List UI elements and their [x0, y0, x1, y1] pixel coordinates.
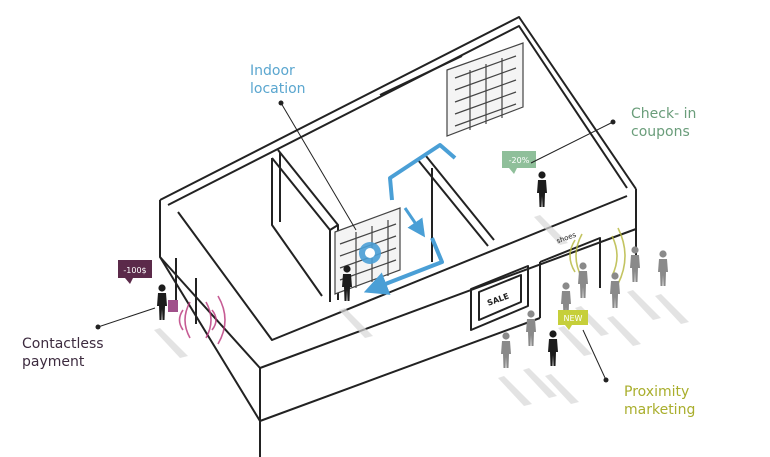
- indoor-location-callout: Indoor location: [250, 63, 306, 97]
- coupon-tag: -20%: [502, 151, 536, 174]
- sale-sign-inner: [478, 274, 522, 321]
- partition-mid-top: [277, 149, 339, 226]
- building: [159, 16, 637, 457]
- leader-lines: [97, 102, 614, 381]
- new-tag-label: NEW: [564, 314, 583, 323]
- contactless-signal-icon: [178, 295, 226, 345]
- entrance: [539, 237, 601, 288]
- leader-indoor: [280, 102, 357, 231]
- shopper-proximity: [548, 330, 558, 366]
- leader-checkin: [530, 121, 614, 164]
- front-wall-bottom: [259, 228, 637, 369]
- leader-dots: [95, 100, 616, 383]
- floor-front-edge: [177, 195, 628, 341]
- leader-proximity: [582, 329, 607, 381]
- payment-tag-label: -100$: [123, 266, 146, 275]
- shelf-back: [446, 42, 524, 137]
- contactless-payment-callout: Contactless payment: [22, 336, 104, 370]
- shopper-checkin: [537, 171, 547, 207]
- partition-back: [379, 55, 463, 96]
- coupon-tag-label: -20%: [509, 156, 530, 165]
- indoor-route: [363, 143, 457, 295]
- shopper-payment: [157, 284, 167, 320]
- partition-center-b: [425, 155, 495, 241]
- shopping-bag-icon: [168, 300, 178, 312]
- front-wall: [159, 200, 261, 457]
- proximity-signal-icon: [569, 227, 626, 285]
- sale-sign: [470, 265, 529, 331]
- proximity-marketing-callout: Proximity marketing: [624, 384, 696, 418]
- partition-center: [417, 159, 489, 247]
- checkin-coupons-callout: Check- in coupons: [631, 106, 697, 140]
- partition-left: [271, 158, 323, 297]
- new-tag: NEW: [558, 310, 588, 330]
- front-base: [259, 317, 541, 422]
- leader-contactless: [97, 307, 156, 328]
- payment-tag: -100$: [118, 260, 152, 284]
- sale-sign-label: SALE: [486, 292, 510, 308]
- outer-wall-top: [159, 16, 637, 201]
- outer-wall-top-inner: [167, 25, 628, 206]
